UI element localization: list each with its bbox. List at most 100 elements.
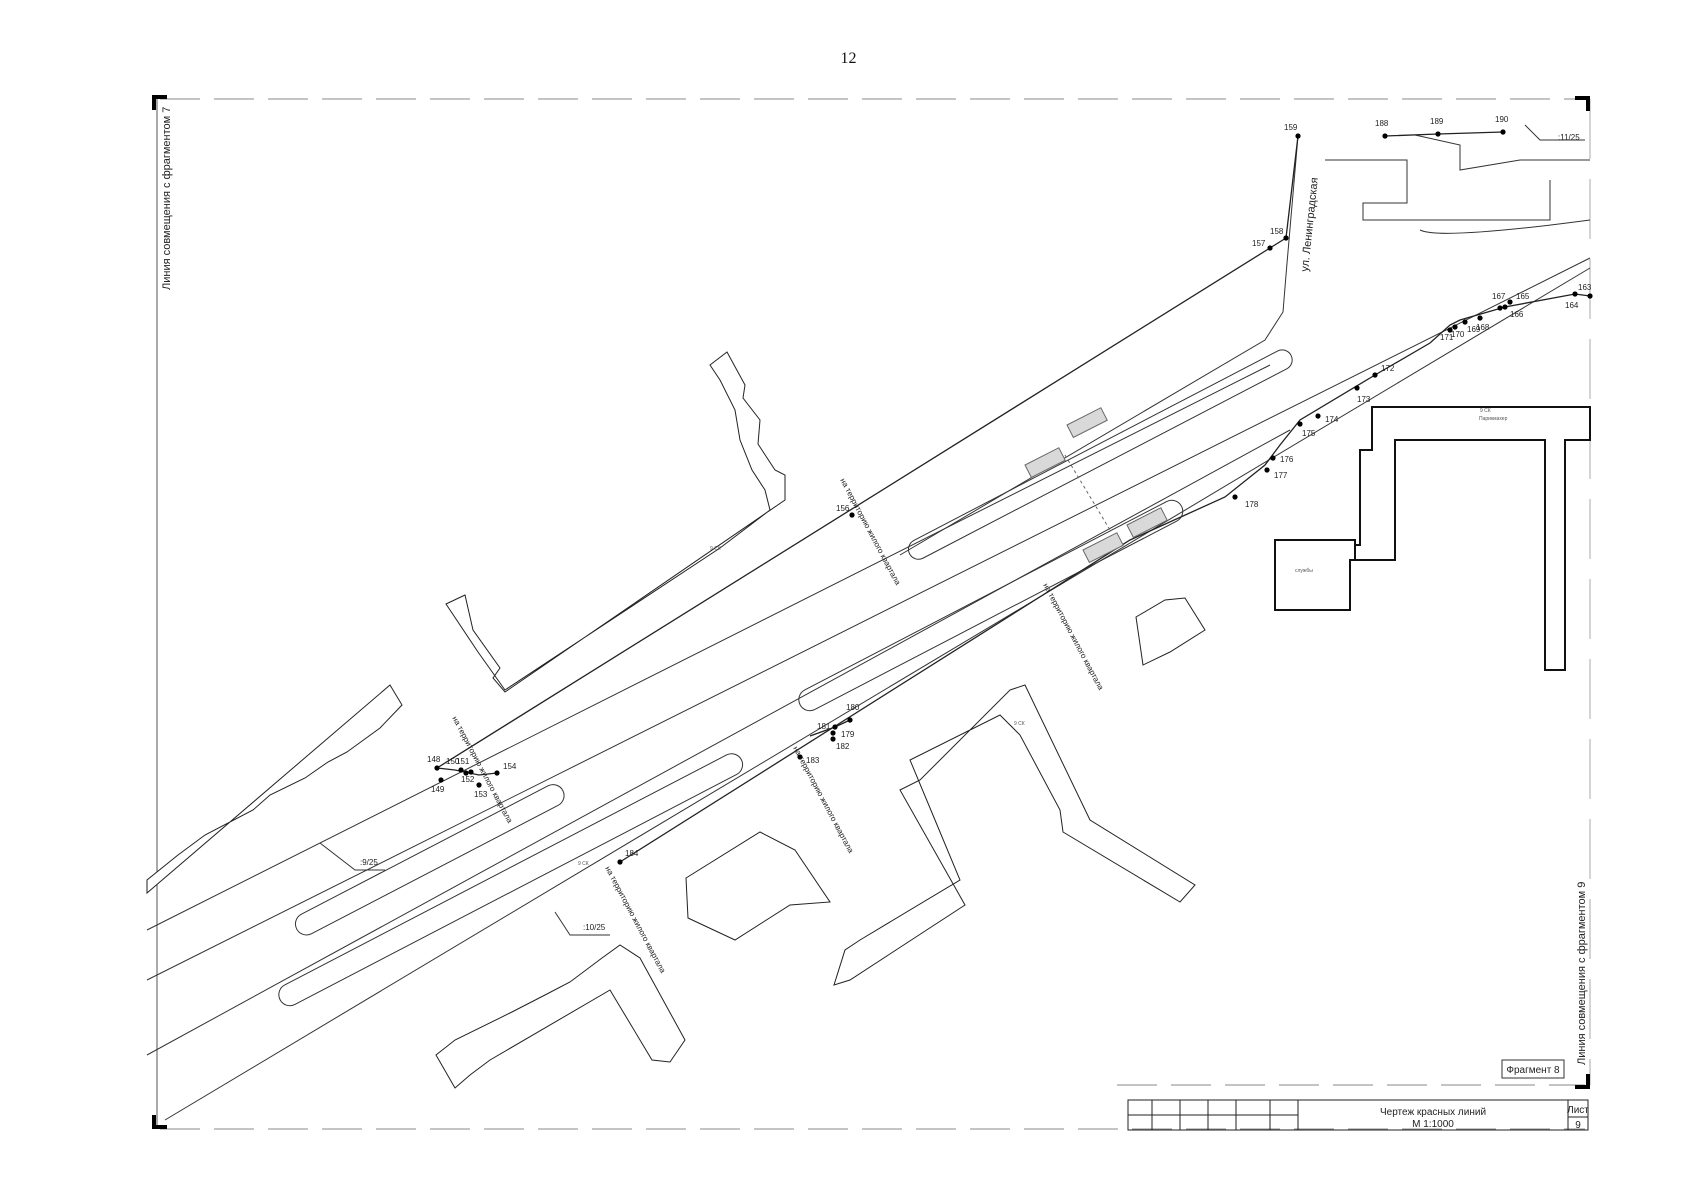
sheet-ref-leaders (319, 124, 1585, 936)
survey-point-label-184: 184 (625, 849, 639, 858)
survey-point-label-153: 153 (474, 790, 488, 799)
floors-label-1: 9 СК (1480, 408, 1491, 414)
entrance-annotation-2: на территорию жилого квартала (1041, 582, 1105, 692)
survey-point-label-188: 188 (1375, 119, 1389, 128)
survey-point-156 (849, 512, 855, 518)
floors-label-2: 9 СК (578, 861, 589, 867)
survey-point-152 (468, 769, 474, 775)
survey-point-label-148: 148 (427, 755, 441, 764)
survey-point-174 (1315, 413, 1321, 419)
survey-point-184 (617, 859, 623, 865)
survey-point-150 (458, 767, 464, 773)
survey-point-181 (830, 730, 836, 736)
survey-point-171 (1447, 327, 1453, 333)
survey-point-188 (1382, 133, 1388, 139)
survey-point-178 (1232, 494, 1238, 500)
survey-point-190 (1500, 129, 1506, 135)
survey-point-149 (438, 777, 444, 783)
title-stamp (1127, 1099, 1589, 1131)
red-lines (436, 131, 1591, 863)
survey-point-163 (1587, 293, 1593, 299)
survey-point-164 (1572, 291, 1578, 297)
survey-point-182 (830, 736, 836, 742)
survey-point-label-154: 154 (503, 762, 517, 771)
floors-label-3: 9 СК (710, 546, 721, 552)
survey-point-label-181: 181 (817, 722, 831, 731)
survey-point-label-176: 176 (1280, 455, 1294, 464)
page-number: 12 (840, 50, 857, 67)
survey-point-154 (494, 770, 500, 776)
survey-point-label-158: 158 (1270, 227, 1284, 236)
survey-point-170 (1452, 324, 1458, 330)
survey-point-label-159: 159 (1284, 123, 1298, 132)
stamp-scale: М 1:1000 (1412, 1119, 1454, 1130)
survey-point-label-164: 164 (1565, 301, 1579, 310)
survey-point-label-177: 177 (1274, 471, 1288, 480)
stamp-sheet-header: Лист (1567, 1105, 1589, 1116)
survey-point-label-151: 151 (456, 757, 470, 766)
survey-point-173 (1354, 385, 1360, 391)
shop-label: Парикмахер (1479, 416, 1508, 422)
survey-point-183 (797, 754, 803, 760)
survey-point-168 (1477, 315, 1483, 321)
corner-mark-top-left (152, 95, 167, 110)
corner-mark-top-right (1575, 96, 1590, 111)
entrance-annotation-1: на территорию жилого квартала (838, 477, 902, 587)
survey-point-label-168: 168 (1476, 323, 1490, 332)
sheet-ref-11: :11/25 (1558, 133, 1580, 142)
parking (1024, 407, 1168, 564)
left-edge-label: Линия совмещения с фрагментом 7 (161, 107, 173, 290)
survey-point-167 (1497, 305, 1503, 311)
fragment-box (1501, 1059, 1565, 1079)
commercial-buildings (1274, 406, 1591, 671)
survey-point-189 (1435, 131, 1441, 137)
corner-mark-bottom-left (152, 1115, 167, 1129)
survey-point-label-167: 167 (1492, 292, 1506, 301)
stamp-title: Чертеж красных линий (1380, 1107, 1486, 1118)
survey-point-label-189: 189 (1430, 117, 1444, 126)
leningradskaya-street (899, 134, 1591, 556)
corner-mark-bottom-right (1575, 1074, 1590, 1089)
survey-point-label-173: 173 (1357, 395, 1371, 404)
survey-point-label-178: 178 (1245, 500, 1259, 509)
survey-point-label-170: 170 (1451, 330, 1465, 339)
stamp-sheet-value: 9 (1575, 1120, 1581, 1131)
right-edge-label: Линия совмещения с фрагментом 9 (1576, 882, 1588, 1065)
survey-point-165 (1507, 299, 1513, 305)
entrance-annotation-4: на территорию жилого квартала (791, 745, 855, 855)
survey-point-180 (847, 717, 853, 723)
street-name: ул. Ленинградская (1299, 177, 1321, 272)
survey-point-label-163: 163 (1578, 283, 1592, 292)
survey-point-151 (463, 770, 469, 776)
survey-point-179 (832, 724, 838, 730)
survey-point-label-169: 169 (1467, 325, 1481, 334)
survey-point-159 (1295, 133, 1301, 139)
survey-point-label-171: 171 (1440, 333, 1454, 342)
survey-point-label-183: 183 (806, 756, 820, 765)
survey-point-label-172: 172 (1381, 364, 1395, 373)
survey-point-158 (1283, 235, 1289, 241)
sheet-ref-10: :10/25 (583, 923, 606, 932)
survey-point-label-166: 166 (1510, 310, 1524, 319)
survey-point-label-182: 182 (836, 742, 850, 751)
floors-label-4: 9 СК (1014, 721, 1025, 727)
survey-point-label-190: 190 (1495, 115, 1509, 124)
service-label: службы (1295, 568, 1313, 574)
fragment-label: Фрагмент 8 (1506, 1065, 1560, 1076)
buildings (146, 351, 1206, 1089)
survey-point-label-165: 165 (1516, 292, 1530, 301)
survey-point-175 (1297, 421, 1303, 427)
survey-point-label-180: 180 (846, 703, 860, 712)
survey-point-169 (1462, 319, 1468, 325)
survey-point-label-150: 150 (446, 757, 460, 766)
survey-point-label-175: 175 (1302, 429, 1316, 438)
survey-point-label-179: 179 (841, 730, 855, 739)
main-road (146, 257, 1591, 1121)
survey-point-label-156: 156 (836, 504, 850, 513)
survey-point-176 (1270, 455, 1276, 461)
survey-point-172 (1372, 372, 1378, 378)
survey-point-label-152: 152 (461, 775, 475, 784)
survey-point-148 (434, 765, 440, 771)
survey-points: 1481491501511521531541561571581591641651… (427, 115, 1593, 865)
